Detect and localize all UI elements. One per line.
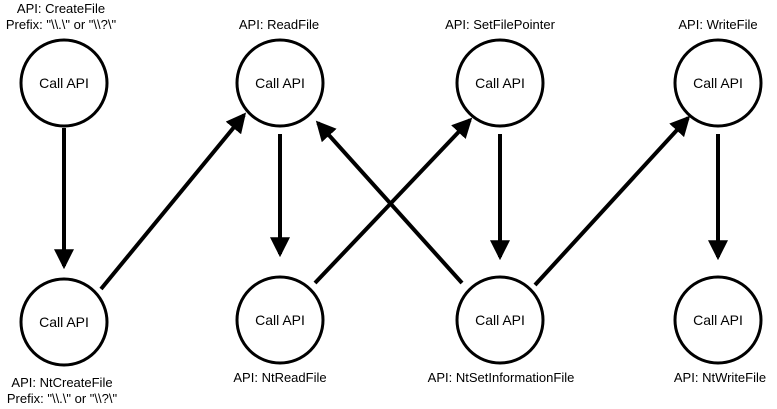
node-label: Call API xyxy=(693,75,743,91)
edge-ntsetinformationfile-to-readfile xyxy=(315,120,464,285)
node-setfilepointer: Call API xyxy=(455,38,545,128)
caption-setfilepointer-api: API: SetFilePointer xyxy=(445,17,555,32)
caption-createfile-api: API: CreateFile xyxy=(17,1,105,16)
node-circle xyxy=(235,38,325,128)
caption-readfile-api: API: ReadFile xyxy=(239,17,319,32)
node-readfile: Call API xyxy=(235,38,325,128)
node-circle xyxy=(19,277,109,367)
caption-ntsetinformationfile-api: API: NtSetInformationFile xyxy=(428,370,575,385)
node-ntreadfile: Call API xyxy=(235,275,325,365)
node-writefile: Call API xyxy=(673,38,763,128)
caption-createfile-prefix: Prefix: "\\.\" or "\\?\" xyxy=(6,17,117,32)
node-label: Call API xyxy=(693,312,743,328)
node-circle xyxy=(673,275,763,365)
node-label: Call API xyxy=(39,314,89,330)
edge-ntreadfile-to-setfilepointer xyxy=(313,117,473,285)
node-ntwritefile: Call API xyxy=(673,275,763,365)
caption-ntcreatefile-api: API: NtCreateFile xyxy=(11,375,112,390)
node-circle xyxy=(455,275,545,365)
caption-ntreadfile-api: API: NtReadFile xyxy=(233,370,326,385)
node-label: Call API xyxy=(475,75,525,91)
node-label: Call API xyxy=(39,75,89,91)
edge-ntcreatefile-to-readfile xyxy=(99,112,247,291)
node-ntsetinformationfile: Call API xyxy=(455,275,545,365)
node-label: Call API xyxy=(255,75,305,91)
caption-ntcreatefile-prefix: Prefix: "\\.\" or "\\?\" xyxy=(7,391,118,406)
node-ntcreatefile: Call API xyxy=(19,277,109,367)
node-circle xyxy=(235,275,325,365)
node-circle xyxy=(455,38,545,128)
node-createfile: Call API xyxy=(19,38,109,128)
node-label: Call API xyxy=(255,312,305,328)
caption-ntwritefile-api: API: NtWriteFile xyxy=(674,370,766,385)
edge-ntsetinformationfile-to-writefile xyxy=(533,115,691,287)
caption-writefile-api: API: WriteFile xyxy=(678,17,757,32)
node-circle xyxy=(673,38,763,128)
node-circle xyxy=(19,38,109,128)
node-label: Call API xyxy=(475,312,525,328)
